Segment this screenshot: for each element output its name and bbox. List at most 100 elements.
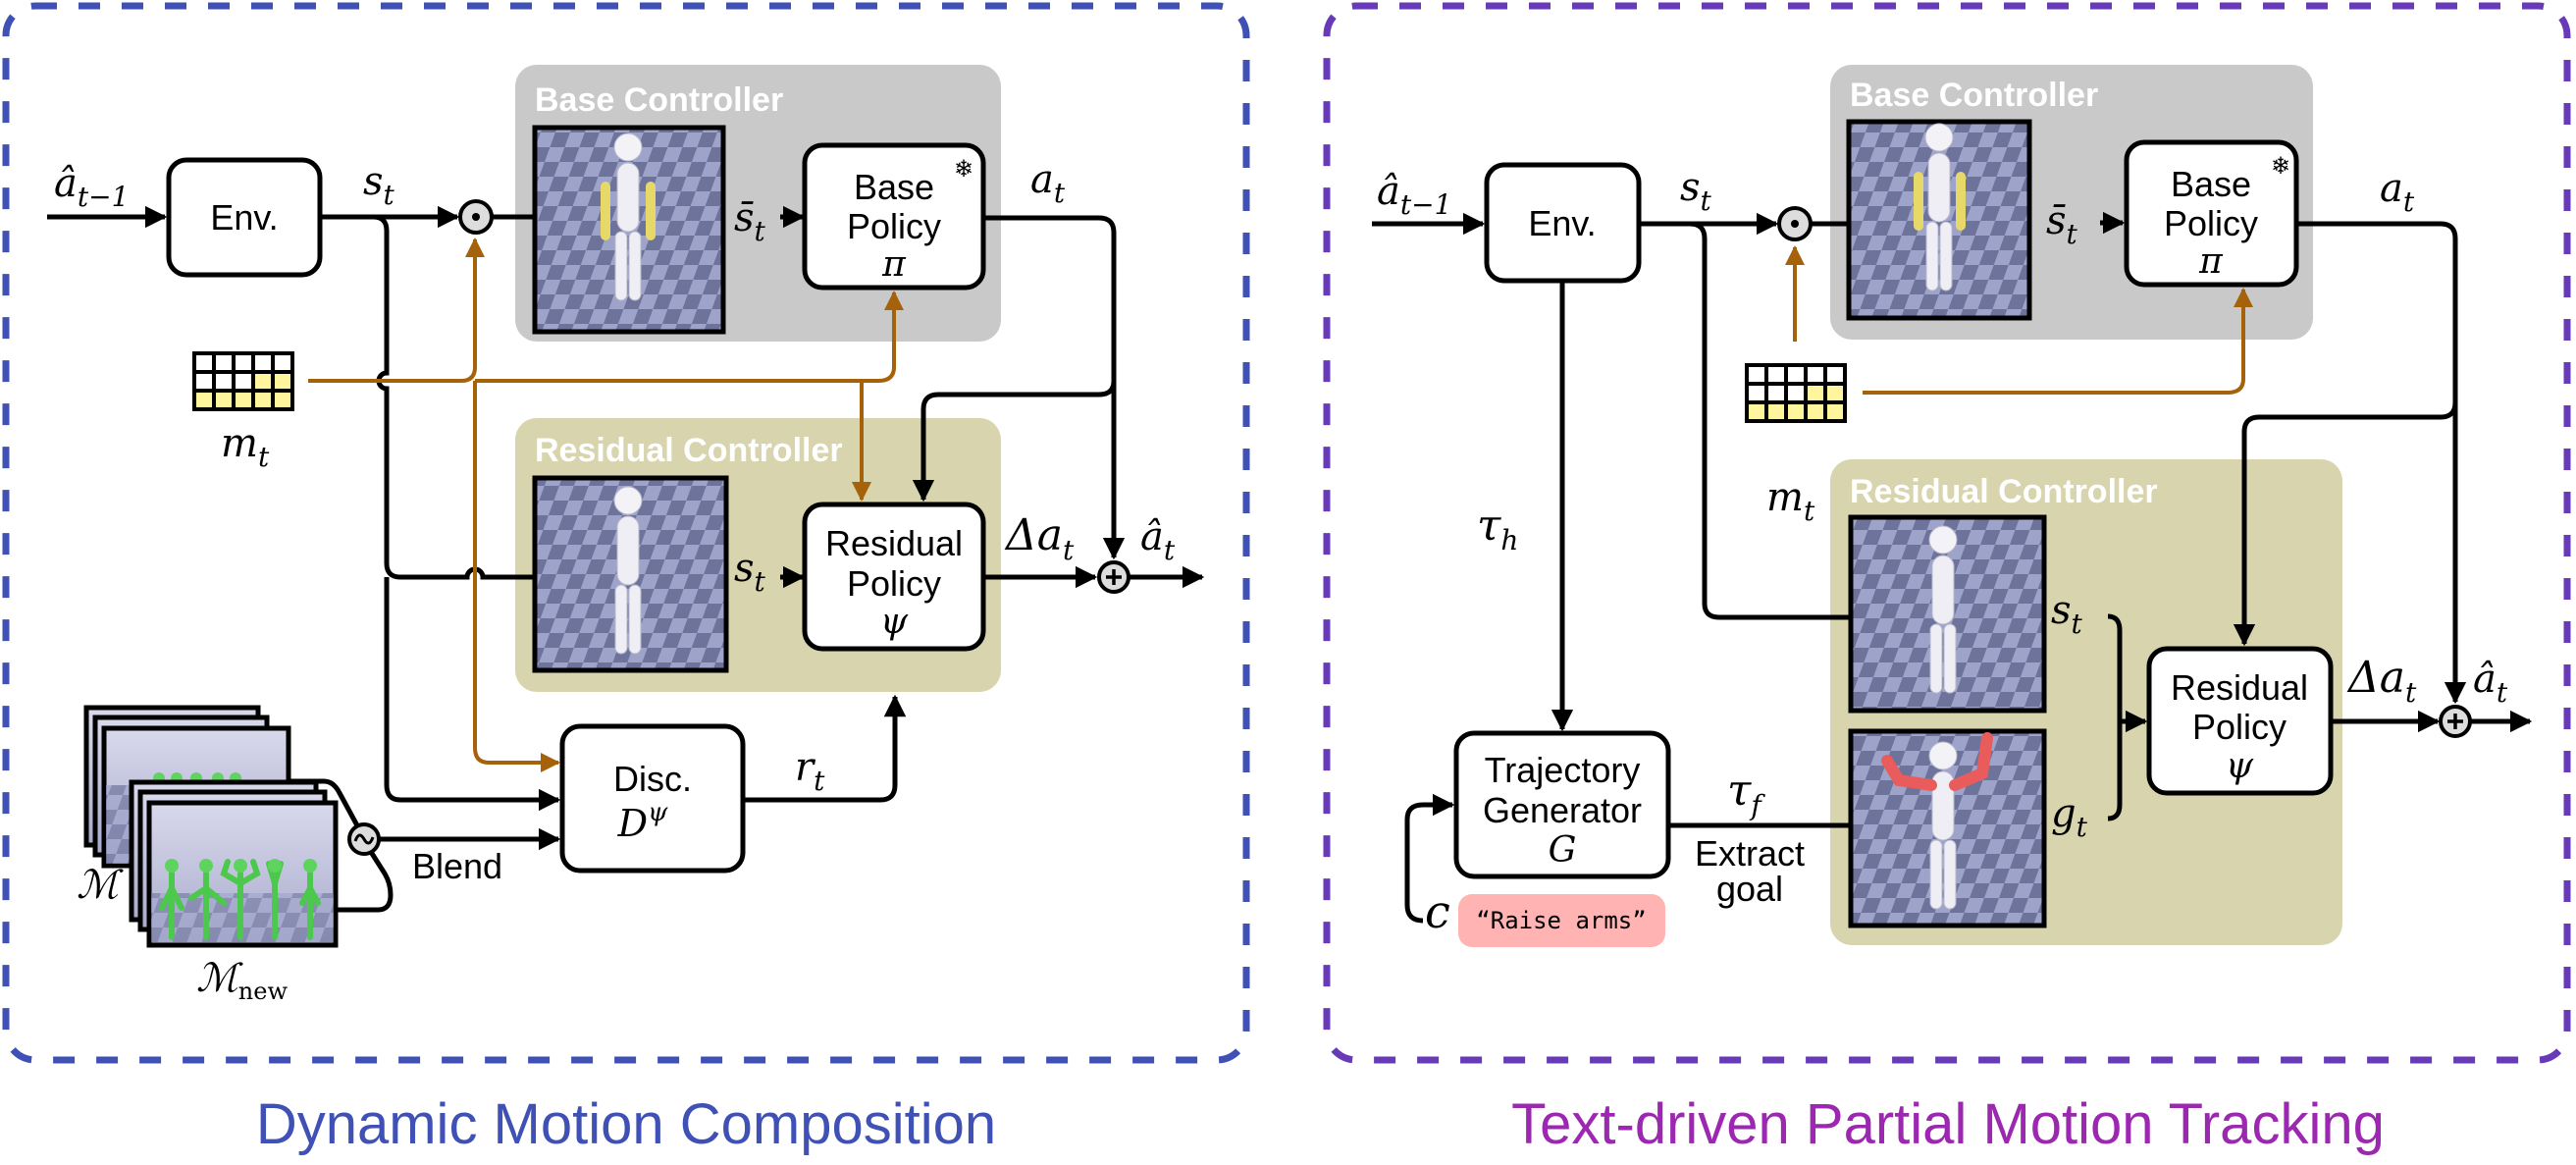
reward-label: r [795,745,816,790]
left-panel-title: Dynamic Motion Composition [256,1092,996,1156]
masked-state-label: s̄ [2046,198,2067,243]
mask-cell [192,351,216,374]
svg-text:Residual: Residual [2171,667,2308,708]
goal-pose-image [1848,728,2047,928]
svg-text:Policy: Policy [2164,203,2258,243]
reward-arrow [743,694,907,803]
trajectory-generator-box[interactable]: Trajectory Generator G [1453,730,1671,879]
svg-text:ψ: ψ [880,602,909,642]
svg-text:Policy: Policy [847,563,941,604]
mask-cell [1745,363,1768,386]
residual-state-image [1848,514,2047,714]
action-label: a [1030,157,1054,202]
svg-text:ât: ât [1140,514,1176,566]
delta-action-label: Δa [1004,510,1063,560]
mask-cell [1823,400,1847,423]
svg-text:s̄t: s̄t [2046,198,2078,250]
mask-cell [1784,382,1808,404]
env-box[interactable]: Env. [1484,162,1642,284]
svg-text:Trajectory: Trajectory [1485,750,1641,790]
base-controller-label: Base Controller [535,81,783,119]
right-panel-border [1323,2,2571,1064]
mask-cell [1804,400,1827,423]
svg-text:mt: mt [221,421,270,473]
action-to-residual-line [2233,401,2458,647]
masked-state-label: s̄ [734,195,755,240]
blend-label: Blend [412,846,502,886]
state-to-disc-line [384,577,561,812]
mask-cell [1823,382,1847,404]
history-label: τ [1477,501,1501,551]
mask-to-base-policy-line [475,291,904,383]
mask-cell [251,370,275,393]
svg-text:Residual: Residual [825,523,963,563]
base-controller-label: Base Controller [1850,77,2098,114]
mask-cell [271,370,294,393]
mask-cell [192,370,216,393]
residual-sim-image [532,475,729,673]
new-dataset-label: ℳ [196,956,243,1001]
dataset-label: ℳ [77,863,124,908]
base-sim-image [532,125,726,335]
svg-text:st: st [734,546,766,598]
env-box[interactable]: Env. [166,157,323,278]
left-panel: Base Controller s̄t Base Policy π ❄ Resi… [2,2,1250,1156]
residual-policy-box[interactable]: Residual Policy ψ [802,502,986,652]
text-prompt: “Raise arms” [1476,907,1646,934]
mask-cell [271,389,294,411]
svg-text:st: st [1680,165,1712,217]
mask-cell [1764,363,1788,386]
sum-icon [2439,705,2472,738]
action-to-residual-line [912,380,1117,503]
delta-action-label: Δa [2346,653,2405,703]
action-to-sum-line [983,215,1126,560]
mask-cell [1745,382,1768,404]
extract-goal-label-line2: goal [1716,869,1783,909]
prev-action-label: â [1377,169,1400,214]
prev-action-label: â [54,161,78,206]
mask-cell [251,351,275,374]
input-brace [2107,613,2123,821]
state-to-residual-line [1689,221,1851,620]
right-panel-title: Text-driven Partial Motion Tracking [1511,1092,2385,1156]
svg-text:Δat: Δat [1004,510,1075,566]
text-prompt-box[interactable]: “Raise arms” [1458,894,1665,947]
frozen-snowflake-icon: ❄ [2271,153,2290,180]
new-motion-dataset-stack [129,779,339,948]
svg-text:rt: rt [795,745,825,797]
residual-state-label: s [2051,588,2072,633]
mask-to-disc-line [472,380,560,772]
svg-text:at: at [1030,157,1066,209]
svg-text:st: st [2051,588,2083,640]
base-policy-box[interactable]: Base Policy π ❄ [2124,139,2299,288]
svg-text:Dψ: Dψ [617,798,668,845]
output-action-label: â [2473,657,2497,702]
svg-text:π: π [2198,241,2224,282]
extract-goal-label-line1: Extract [1695,833,1805,874]
mask-cell [212,351,236,374]
base-policy-box[interactable]: Base Policy π ❄ [802,142,986,291]
mask-cell [271,351,294,374]
mask-to-base-policy-line [1863,288,2253,395]
condition-loop-arrow [1404,793,1455,924]
mask-label: m [1766,475,1804,520]
svg-text:Policy: Policy [847,206,941,246]
svg-text:ψ: ψ [2226,746,2254,786]
svg-text:mt: mt [1766,475,1815,527]
new-dataset-to-blend-line [336,850,394,913]
mask-cell [1764,400,1788,423]
residual-policy-box[interactable]: Residual Policy ψ [2146,646,2334,796]
mask-multiply-icon [1777,206,1813,241]
discriminator-box[interactable]: Disc. Dψ [559,723,746,874]
svg-text:π: π [881,244,907,285]
svg-text:τf: τf [1727,766,1765,821]
mask-cell [1804,363,1827,386]
state-to-residual-line [372,214,535,580]
svg-text:gt: gt [2051,791,2088,843]
left-panel-border [2,2,1250,1064]
svg-text:G: G [1549,830,1577,871]
svg-text:s̄t: s̄t [734,195,766,247]
future-label: τ [1727,766,1752,816]
output-action-label: â [1140,514,1164,559]
